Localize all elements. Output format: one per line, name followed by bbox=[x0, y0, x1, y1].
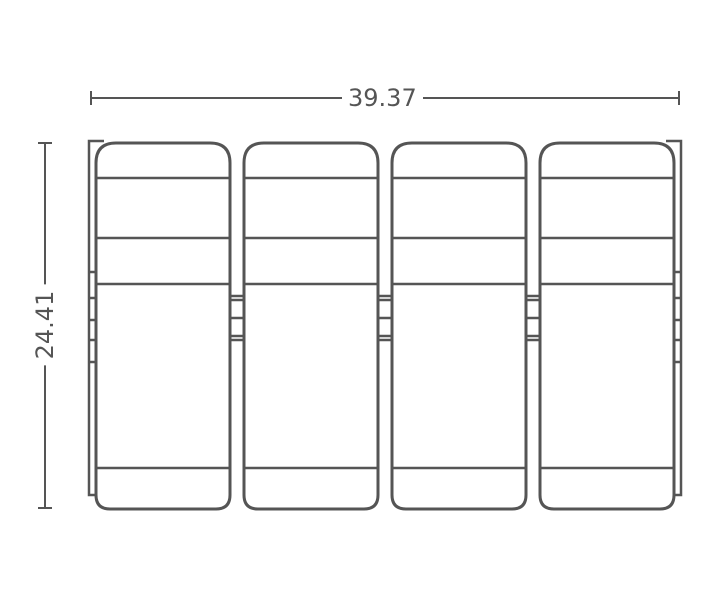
seat-outline bbox=[94, 141, 232, 511]
seat-cushion bbox=[94, 141, 232, 511]
seat-outline bbox=[390, 141, 528, 511]
height-label: 24.41 bbox=[31, 284, 59, 366]
seat-cushion bbox=[242, 141, 380, 511]
seat-cushion bbox=[538, 141, 676, 511]
seat-outline bbox=[242, 141, 380, 511]
seat-outline bbox=[538, 141, 676, 511]
width-label: 39.37 bbox=[342, 85, 423, 111]
seat-connector bbox=[526, 294, 540, 342]
seat-connector bbox=[230, 294, 244, 342]
seat-connector bbox=[378, 294, 392, 342]
seat-cushion bbox=[390, 141, 528, 511]
